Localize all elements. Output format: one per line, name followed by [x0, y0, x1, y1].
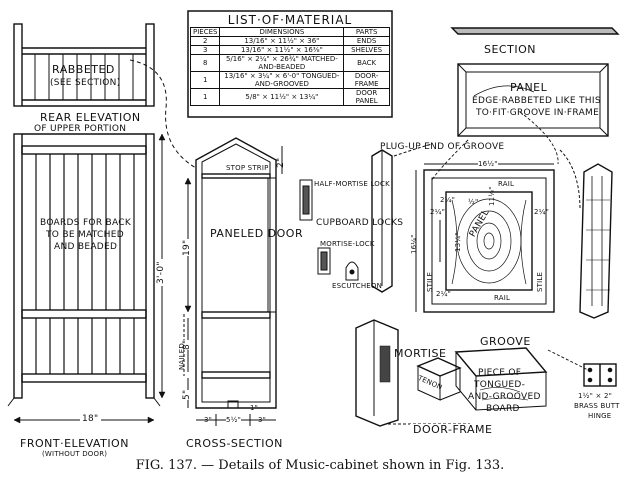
cell-pieces: 8: [189, 54, 221, 72]
rear-elevation: [13, 23, 197, 169]
dim-5-half: 5½": [226, 416, 242, 424]
label-paneled-door: PANELED DOOR: [210, 227, 304, 240]
dim-11-half: 11½": [488, 186, 496, 206]
dim-2-quarter-a: 2¼": [430, 208, 446, 216]
label-see-section: (SEE SECTION): [50, 78, 121, 88]
label-tongued: TONGUED-: [474, 380, 526, 390]
dim-13-quarter: 13¼": [454, 232, 462, 252]
label-groove: GROOVE: [480, 335, 531, 348]
dim-19: 19": [182, 239, 192, 256]
label-and-grooved: AND-GROOVED: [468, 392, 541, 402]
label-rail-bottom: RAIL: [494, 294, 511, 302]
leader-lines: [431, 111, 589, 371]
cross-section: [183, 137, 283, 426]
dim-2: 2": [276, 157, 286, 168]
label-plug-up: PLUG-UP END OF GROOVE: [380, 142, 505, 152]
paneled-door: [415, 163, 555, 313]
dim-height-3-0: 3'-0": [156, 259, 166, 286]
cell-dimensions: 13/16" × 3¼" × 6'-0" TONGUED-AND-GROOVED: [219, 71, 345, 89]
cell-parts: DOOR-FRAME: [343, 71, 390, 89]
cell-parts: DOOR PANEL: [343, 88, 390, 106]
label-stile-right: STILE: [536, 271, 544, 292]
header-parts: PARTS: [343, 27, 390, 37]
label-cross-section: CROSS-SECTION: [186, 437, 283, 450]
label-to-fit-groove: TO·FIT·GROOVE IN·FRAME: [476, 108, 600, 118]
dim-16-quarter: 16¼": [410, 234, 418, 254]
materials-table: PIECES DIMENSIONS PARTS 2 13/16" × 11½" …: [189, 27, 390, 106]
label-boards-for-back: BOARDS FOR BACK: [40, 218, 132, 228]
label-door-frame: DOOR-FRAME: [410, 424, 496, 436]
label-half-mortise-lock: HALF-MORTISE LOCK: [314, 180, 390, 188]
label-front-elevation: FRONT·ELEVATION: [20, 437, 129, 450]
label-of-upper-portion: OF UPPER PORTION: [34, 124, 127, 134]
table-row: 1 5/8" × 11½" × 13¼" DOOR PANEL: [189, 88, 390, 106]
dim-3a: 3": [204, 416, 213, 424]
cell-parts: SHELVES: [343, 45, 390, 55]
label-panel: PANEL: [510, 81, 548, 94]
label-mortise-lock: MORTISE-LOCK: [320, 240, 375, 248]
table-row: 3 13/16" × 11½" × 16⅜" SHELVES: [189, 45, 390, 55]
cell-parts: BACK: [343, 54, 390, 72]
materials-header-row: PIECES DIMENSIONS PARTS: [189, 27, 390, 37]
label-cupboard-locks: CUPBOARD LOCKS: [316, 218, 404, 228]
table-row: 2 13/16" × 11½" × 36" ENDS: [189, 36, 390, 46]
cell-parts: ENDS: [343, 36, 390, 46]
cell-pieces: 1: [189, 71, 221, 89]
label-to-be-matched: TO BE MATCHED: [46, 230, 124, 240]
table-row: 8 5/16" × 2¼" × 26¾" MATCHED-AND-BEADED …: [189, 54, 390, 72]
label-stop-strip: STOP STRIP: [226, 164, 269, 172]
cell-pieces: 1: [189, 88, 221, 106]
header-pieces: PIECES: [189, 27, 221, 37]
header-dimensions: DIMENSIONS: [219, 27, 345, 37]
figure-caption: FIG. 137. — Details of Music-cabinet sho…: [135, 458, 505, 473]
dim-16-half: 16½": [478, 160, 498, 168]
label-rail-top: RAIL: [498, 180, 515, 188]
hinged-door-edge: [559, 149, 613, 319]
cell-dimensions: 13/16" × 11½" × 36": [219, 36, 345, 46]
cell-dimensions: 5/16" × 2¼" × 26¾" MATCHED-AND-BEADED: [219, 54, 345, 72]
label-brass-butt: BRASS BUTT: [574, 402, 620, 410]
label-rabbeted: RABBETED: [52, 63, 115, 76]
label-piece-of: PIECE OF: [478, 368, 522, 378]
dim-2-quarter-d: 2¼": [440, 196, 456, 204]
brass-butt-hinge: [583, 363, 617, 387]
table-row: 1 13/16" × 3¼" × 6'-0" TONGUED-AND-GROOV…: [189, 71, 390, 89]
label-escutcheon: ESCUTCHEON: [332, 282, 383, 290]
dim-5: 5": [182, 389, 192, 400]
locks-illustration: [299, 179, 359, 281]
label-nailed: NAILED: [178, 342, 186, 370]
cell-dimensions: 13/16" × 11½" × 16⅜": [219, 45, 345, 55]
label-without-door: (WITHOUT DOOR): [42, 450, 108, 458]
dim-3b: 3": [258, 416, 267, 424]
label-rear-elevation: REAR ELEVATION: [40, 111, 141, 124]
label-and-beaded: AND BEADED: [54, 242, 118, 252]
materials-frame: [187, 10, 393, 118]
cell-pieces: 2: [189, 36, 221, 46]
label-brass-butt-size: 1½" × 2": [578, 392, 613, 400]
front-elevation: [7, 133, 166, 424]
dim-2-quarter-c: 2¼": [436, 290, 452, 298]
label-hinge: HINGE: [588, 412, 612, 420]
label-mortise: MORTISE: [394, 347, 447, 360]
materials-title: LIST·OF·MATERIAL: [227, 13, 353, 27]
door-stile-detail: [371, 143, 433, 293]
dim-width-18: 18": [80, 414, 101, 424]
mortise-tenon-detail: [355, 319, 548, 427]
dim-1: 1": [250, 404, 259, 412]
cell-dimensions: 5/8" × 11½" × 13¼": [219, 88, 345, 106]
dim-half: ½": [468, 198, 479, 206]
label-section: SECTION: [484, 43, 536, 56]
section-detail: [450, 27, 620, 137]
label-edge-rabbeted: EDGE·RABBETED LIKE THIS: [472, 96, 601, 106]
cell-pieces: 3: [189, 45, 221, 55]
dim-2-quarter-b: 2¼": [534, 208, 550, 216]
label-stile-left: STILE: [426, 271, 434, 292]
label-board: BOARD: [486, 404, 520, 414]
